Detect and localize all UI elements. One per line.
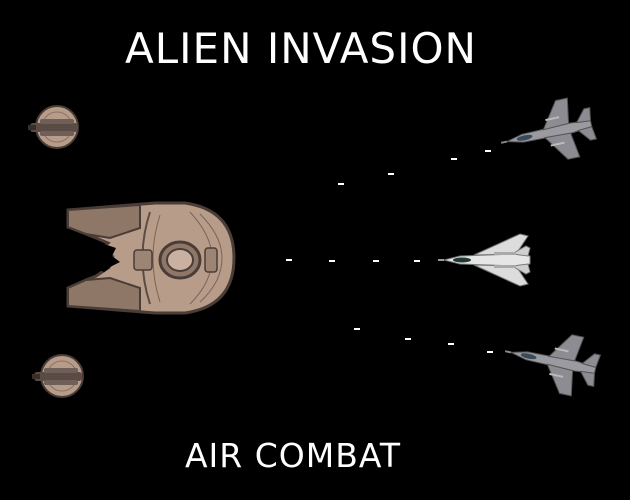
- bullet: [338, 183, 344, 185]
- bullet: [286, 259, 292, 261]
- alien-mothership: [66, 201, 236, 315]
- alien-turret-top: [28, 105, 79, 149]
- bullet: [414, 260, 420, 262]
- bullet: [354, 328, 360, 330]
- f14-fighter-middle: [438, 233, 531, 287]
- bullet: [388, 173, 394, 175]
- f15-fighter-top: [500, 97, 598, 160]
- bullet: [485, 150, 491, 152]
- bullet: [373, 260, 379, 262]
- bullet: [329, 260, 335, 262]
- game-title: ALIEN INVASION: [125, 24, 477, 73]
- bullet: [405, 338, 411, 340]
- bullet: [487, 351, 493, 353]
- bullets: [286, 150, 493, 353]
- alien-turret-bottom: [32, 354, 84, 398]
- bullet: [451, 158, 457, 160]
- game-subtitle: AIR COMBAT: [184, 436, 402, 475]
- bullet: [448, 343, 454, 345]
- f15-fighter-bottom: [504, 334, 602, 397]
